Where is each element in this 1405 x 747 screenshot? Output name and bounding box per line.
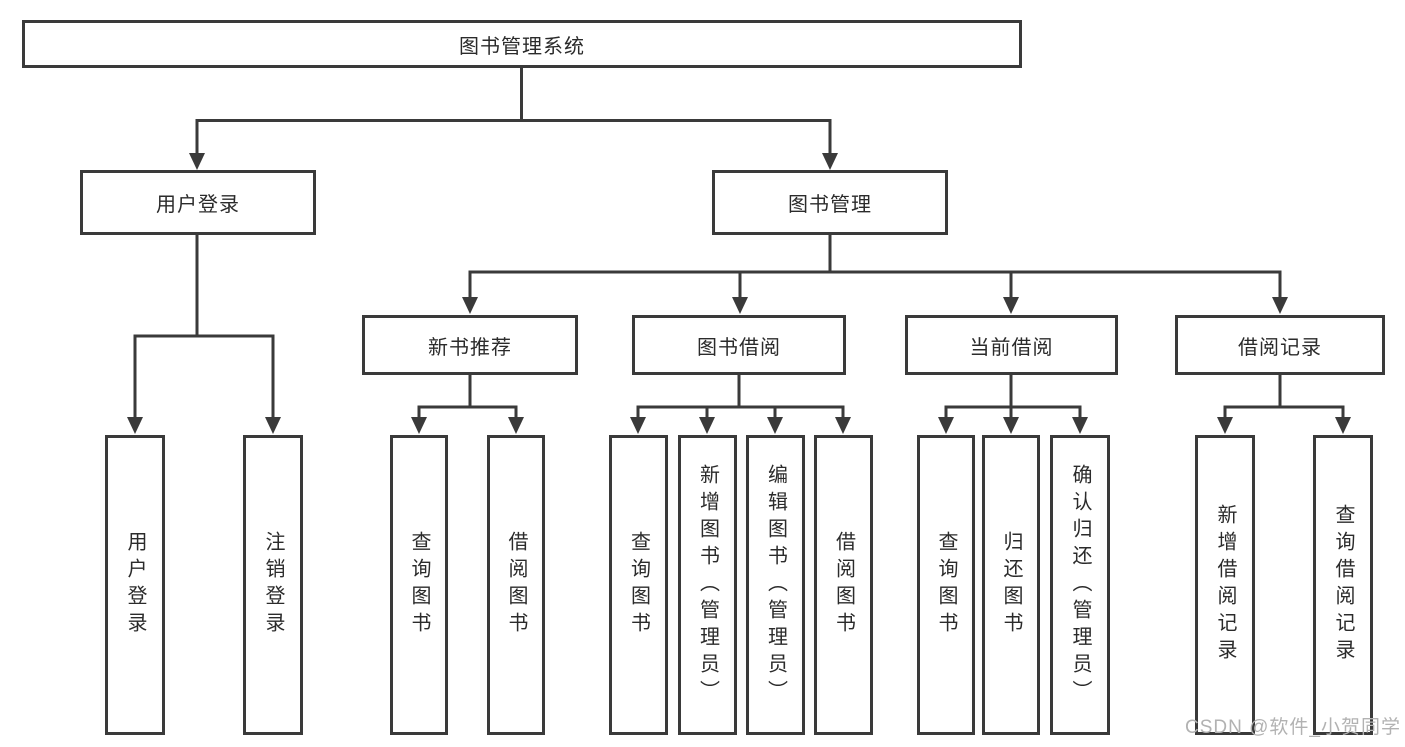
csdn-watermark: CSDN @软件_小贺同学 [1185, 717, 1401, 738]
leaf-borrowing-query: 查询图书 [609, 435, 668, 735]
leaf-borrowing-edit: 编辑图书（管理员） [746, 435, 805, 735]
node-user-login: 用户登录 [80, 170, 316, 235]
leaf-records-add: 新增借阅记录 [1195, 435, 1255, 735]
node-book-management: 图书管理 [712, 170, 948, 235]
node-book-borrowing-label: 图书借阅 [697, 336, 781, 359]
leaf-newbooks-borrow: 借阅图书 [487, 435, 545, 735]
leaf-newbooks-query: 查询图书 [390, 435, 448, 735]
node-current-borrowing-label: 当前借阅 [969, 336, 1054, 359]
leaf-current-confirm-return: 确认归还（管理员） [1050, 435, 1110, 735]
leaf-records-query: 查询借阅记录 [1313, 435, 1373, 735]
leaf-current-return: 归还图书 [982, 435, 1040, 735]
node-root-system: 图书管理系统 [22, 20, 1022, 68]
node-borrow-records-label: 借阅记录 [1238, 336, 1322, 359]
node-book-management-label: 图书管理 [788, 194, 872, 216]
leaf-borrowing-borrow: 借阅图书 [814, 435, 873, 735]
node-book-borrowing: 图书借阅 [632, 315, 846, 375]
leaf-user-login: 用户登录 [105, 435, 165, 735]
leaf-current-query: 查询图书 [917, 435, 975, 735]
node-user-login-label: 用户登录 [156, 194, 240, 216]
node-borrow-records: 借阅记录 [1175, 315, 1385, 375]
node-root-label: 图书管理系统 [459, 35, 585, 58]
node-new-book-recommend-label: 新书推荐 [428, 336, 512, 359]
leaf-logout: 注销登录 [243, 435, 303, 735]
node-current-borrowing: 当前借阅 [905, 315, 1118, 375]
leaf-borrowing-add: 新增图书（管理员） [678, 435, 737, 735]
node-new-book-recommend: 新书推荐 [362, 315, 578, 375]
